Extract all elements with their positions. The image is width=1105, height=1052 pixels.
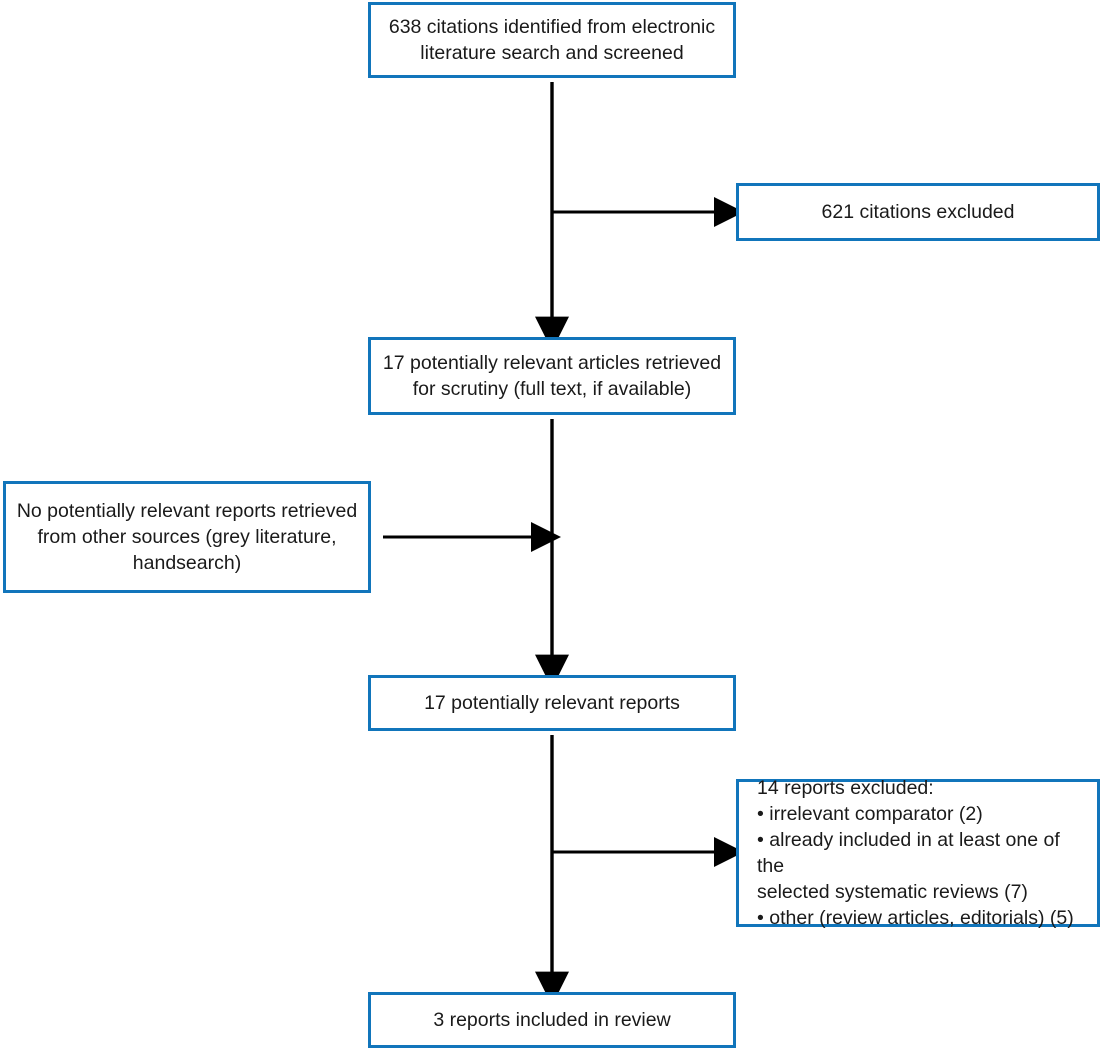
- box-citations-identified-label: 638 citations identified from electronic…: [388, 16, 716, 64]
- box-other-sources: No potentially relevant reports retrieve…: [3, 481, 371, 593]
- box-relevant-reports-label: 17 potentially relevant reports: [424, 692, 680, 714]
- box-reports-included: 3 reports included in review: [368, 992, 736, 1048]
- box-articles-retrieved-label: 17 potentially relevant articles retriev…: [382, 352, 722, 400]
- box-citations-identified: 638 citations identified from electronic…: [368, 2, 736, 78]
- box-reports-excluded: 14 reports excluded: • irrelevant compar…: [736, 777, 1100, 929]
- box-citations-excluded: 621 citations excluded: [736, 183, 1100, 241]
- box-articles-retrieved: 17 potentially relevant articles retriev…: [368, 337, 736, 415]
- box-other-sources-label: No potentially relevant reports retrieve…: [16, 500, 358, 574]
- box-reports-excluded-label: 14 reports excluded: • irrelevant compar…: [757, 777, 1074, 929]
- box-relevant-reports: 17 potentially relevant reports: [368, 675, 736, 731]
- box-reports-included-label: 3 reports included in review: [433, 1009, 671, 1031]
- box-citations-excluded-label: 621 citations excluded: [821, 201, 1015, 223]
